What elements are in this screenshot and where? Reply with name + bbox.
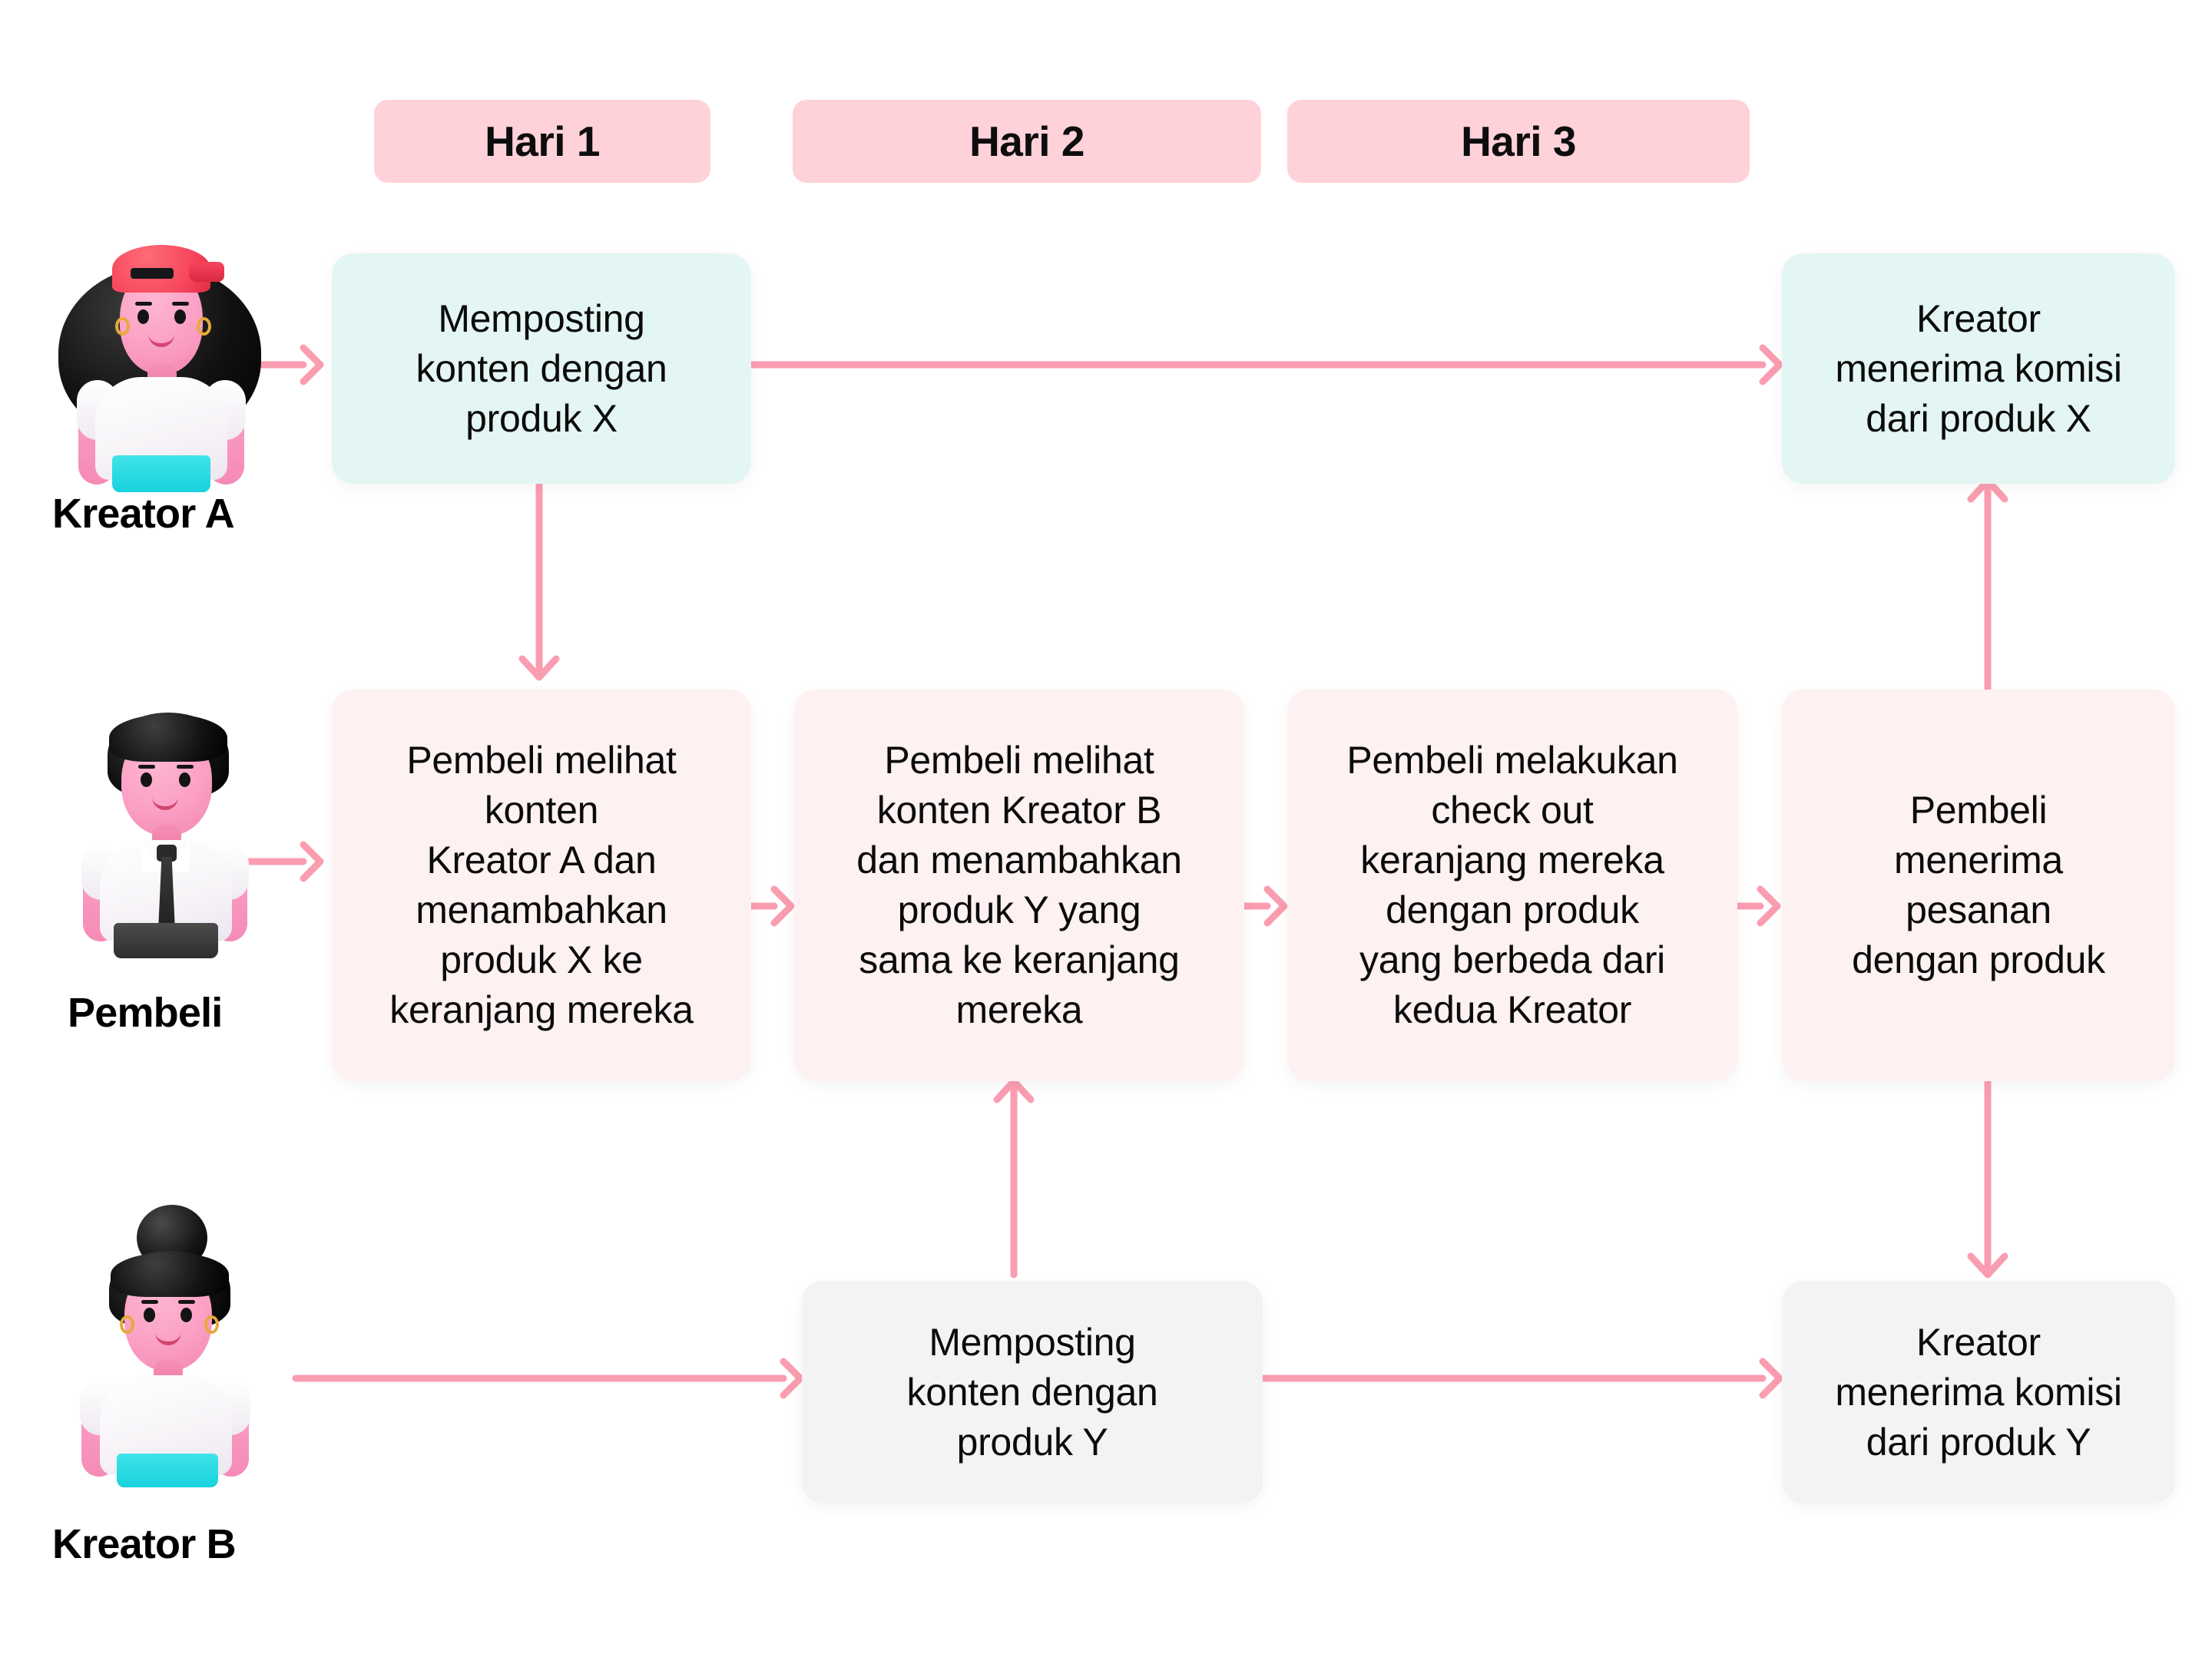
arrow-c1-to-c2 xyxy=(1259,1358,1783,1399)
day-pill-2: Hari 2 xyxy=(793,100,1261,183)
arrow-b2-to-b3 xyxy=(1240,885,1288,927)
creator-b-avatar xyxy=(61,1202,276,1487)
node-b3-text: Pembeli melakukan check out keranjang me… xyxy=(1346,739,1678,1031)
node-b3[interactable]: Pembeli melakukan check out keranjang me… xyxy=(1287,690,1737,1081)
node-c2-text: Kreator menerima komisi dari produk Y xyxy=(1835,1320,2122,1464)
node-a1[interactable]: Memposting konten dengan produk X xyxy=(332,253,751,484)
arrow-c1-to-b2 xyxy=(993,1077,1035,1279)
arrow-buyer-to-b1 xyxy=(243,841,324,882)
node-a2-text: Kreator menerima komisi dari produk X xyxy=(1835,296,2122,440)
role-label-kreator-a: Kreator A xyxy=(52,491,235,537)
day-pill-1-label: Hari 1 xyxy=(485,117,600,165)
node-c1-text: Memposting konten dengan produk Y xyxy=(906,1320,1158,1464)
role-label-pembeli: Pembeli xyxy=(68,990,223,1036)
node-b1-text: Pembeli melihat konten Kreator A dan men… xyxy=(389,739,694,1031)
node-b4[interactable]: Pembeli menerima pesanan dengan produk xyxy=(1782,690,2175,1081)
node-b2[interactable]: Pembeli melihat konten Kreator B dan men… xyxy=(794,690,1244,1081)
arrow-b4-to-c2 xyxy=(1967,1064,2008,1279)
arrow-b4-to-a2 xyxy=(1967,477,2008,695)
arrow-a1-to-b1 xyxy=(518,480,560,681)
arrow-a1-to-a2 xyxy=(747,344,1783,385)
node-c1[interactable]: Memposting konten dengan produk Y xyxy=(802,1281,1263,1503)
day-pill-1: Hari 1 xyxy=(374,100,710,183)
arrow-b3-to-b4 xyxy=(1734,885,1781,927)
role-label-kreator-b: Kreator B xyxy=(52,1521,237,1567)
day-pill-2-label: Hari 2 xyxy=(969,117,1084,165)
day-pill-3-label: Hari 3 xyxy=(1461,117,1576,165)
node-a1-text: Memposting konten dengan produk X xyxy=(416,296,667,440)
buyer-avatar xyxy=(61,699,276,958)
node-b1[interactable]: Pembeli melihat konten Kreator A dan men… xyxy=(332,690,751,1081)
node-a2[interactable]: Kreator menerima komisi dari produk X xyxy=(1782,253,2175,484)
node-b2-text: Pembeli melihat konten Kreator B dan men… xyxy=(856,739,1182,1031)
day-pill-3: Hari 3 xyxy=(1287,100,1750,183)
arrow-b1-to-b2 xyxy=(747,885,795,927)
node-c2[interactable]: Kreator menerima komisi dari produk Y xyxy=(1782,1281,2175,1503)
creator-a-avatar xyxy=(45,234,275,492)
arrow-creator-b-to-c1 xyxy=(292,1358,804,1399)
node-b4-text: Pembeli menerima pesanan dengan produk xyxy=(1852,789,2105,981)
